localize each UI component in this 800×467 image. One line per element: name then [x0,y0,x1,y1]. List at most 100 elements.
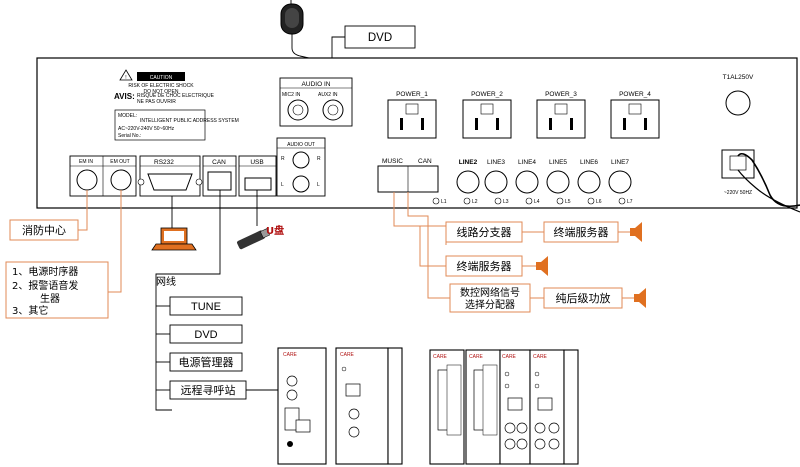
svg-text:CARE: CARE [502,354,517,360]
speaker-icon-1 [630,222,642,242]
can-port: CAN [202,155,237,197]
svg-text:CARE: CARE [340,352,355,358]
svg-text:LINE6: LINE6 [580,159,598,166]
led-indicators: L1 L2 L3 L4 L5 L6 L7 [432,197,633,205]
svg-text:MUSIC: MUSIC [382,158,403,165]
digital-ctrl-box: 数控网络信号 选择分配器 [449,283,531,313]
em-ports: EM IN EM OUT [69,155,137,197]
microphone [280,0,319,110]
fuse-holder: T1AL250V [723,74,754,116]
rack-module-6: CARE [529,349,579,465]
power-outlets: POWER_1 POWER_2 POWER_3 POWER_4 [387,91,660,139]
power-outlet-1: POWER_1 [387,91,437,139]
tune-box: TUNE [169,296,243,316]
svg-text:L5: L5 [565,199,571,205]
rack-modules: CARE CARE CARE CARE [277,347,579,465]
fire-center-connection: 消防中心 [9,190,88,241]
svg-text:CAN: CAN [212,159,226,166]
svg-text:AUX2 IN: AUX2 IN [318,92,338,98]
usb-drive-icon: U盘 [237,190,284,250]
svg-text:NE PAS OUVRIR: NE PAS OUVRIR [137,99,176,105]
svg-text:L: L [317,182,320,188]
svg-text:DO NOT OPEN: DO NOT OPEN [144,89,179,95]
svg-text:CAN: CAN [418,158,432,165]
power-outlet-4: POWER_4 [610,91,660,139]
rs232-port: RS232 [137,155,203,197]
rack-module-3: CARE [429,349,465,465]
svg-text:线路分支器: 线路分支器 [457,225,512,239]
power-outlet-3: POWER_3 [536,91,586,139]
svg-text:INTELLIGENT PUBLIC ADDRESS SYS: INTELLIGENT PUBLIC ADDRESS SYSTEM [140,118,239,124]
rack-module-2: CARE [335,347,403,465]
caution-label: ! CAUTION RISK OF ELECTRIC SHOCK DO NOT … [114,69,215,105]
svg-text:MIC2 IN: MIC2 IN [282,92,301,98]
svg-text:电源管理器: 电源管理器 [179,355,234,369]
svg-text:AUDIO OUT: AUDIO OUT [287,142,315,148]
svg-text:L: L [281,182,284,188]
svg-text:L6: L6 [596,199,602,205]
em-out-devices: 1、电源时序器 2、报警语音发 生器 3、其它 [5,190,122,319]
audio-in-block: AUDIO IN MIC2 IN AUX2 IN [279,77,353,127]
network-label: 网线 [156,275,176,288]
svg-text:LINE2: LINE2 [459,159,478,166]
svg-text:LINE3: LINE3 [487,159,505,166]
svg-text:远程寻呼站: 远程寻呼站 [181,383,236,397]
svg-text:CAUTION: CAUTION [150,75,173,81]
svg-text:L4: L4 [534,199,540,205]
svg-text:LINE4: LINE4 [518,159,536,166]
pure-amp-box: 纯后级功放 [543,287,623,309]
svg-text:CARE: CARE [433,354,448,360]
svg-text:TUNE: TUNE [191,301,221,313]
svg-text:EM IN: EM IN [79,159,93,165]
svg-text:终端服务器: 终端服务器 [554,225,609,239]
svg-text:POWER_3: POWER_3 [545,91,577,98]
svg-text:EM OUT: EM OUT [110,159,129,165]
svg-text:POWER_2: POWER_2 [471,91,503,98]
svg-text:T1AL250V: T1AL250V [723,74,754,81]
svg-text:1、电源时序器: 1、电源时序器 [12,265,78,278]
svg-text:POWER_1: POWER_1 [396,91,428,98]
network-bus: 网线 [155,190,221,411]
svg-text:CARE: CARE [533,354,548,360]
top-dvd-box: DVD [331,25,416,110]
svg-text:L3: L3 [503,199,509,205]
svg-text:L2: L2 [472,199,478,205]
svg-text:RISQUE DE CHOC ELECTRIQUE: RISQUE DE CHOC ELECTRIQUE [137,93,215,99]
svg-text:选择分配器: 选择分配器 [465,298,515,311]
svg-text:CARE: CARE [283,352,298,358]
power-inlet: ~220V 50HZ [721,149,800,213]
speaker-icon-2 [536,256,548,276]
svg-text:数控网络信号: 数控网络信号 [460,286,520,299]
svg-text:L7: L7 [627,199,633,205]
svg-text:DVD: DVD [194,329,217,341]
svg-text:USB: USB [250,159,263,166]
usb-port: USB [238,155,277,197]
audio-out-block: AUDIO OUT R R L L [276,137,326,197]
power-manager-box: 电源管理器 [169,352,243,372]
rack-module-5: CARE [499,349,531,465]
svg-text:AC~220V-240V 50~60Hz: AC~220V-240V 50~60Hz [118,126,175,132]
rack-module-4: CARE [465,349,501,465]
svg-text:LINE5: LINE5 [549,159,567,166]
top-dvd-label: DVD [368,32,392,44]
svg-text:终端服务器: 终端服务器 [457,259,512,273]
terminal-server-2-box: 终端服务器 [445,255,523,277]
svg-text:MODEL:: MODEL: [118,113,137,119]
power-outlet-2: POWER_2 [462,91,512,139]
svg-text:Serial No.:: Serial No.: [118,133,141,139]
svg-text:L1: L1 [441,199,447,205]
svg-text:LINE7: LINE7 [611,159,629,166]
svg-text:纯后级功放: 纯后级功放 [556,291,611,305]
usb-drive-label: U盘 [266,224,284,237]
svg-text:!: ! [125,75,126,81]
speaker-icon-3 [634,288,646,308]
model-label: MODEL: INTELLIGENT PUBLIC ADDRESS SYSTEM… [114,109,239,141]
dvd-box: DVD [169,324,243,344]
svg-text:RS232: RS232 [154,159,174,166]
svg-text:RISK OF ELECTRIC SHOCK: RISK OF ELECTRIC SHOCK [128,83,194,89]
svg-text:POWER_4: POWER_4 [619,91,651,98]
svg-text:AUDIO IN: AUDIO IN [302,81,331,88]
terminal-server-1-box: 终端服务器 [543,221,619,243]
svg-text:生器: 生器 [40,292,60,305]
rack-module-1: CARE [277,347,327,465]
